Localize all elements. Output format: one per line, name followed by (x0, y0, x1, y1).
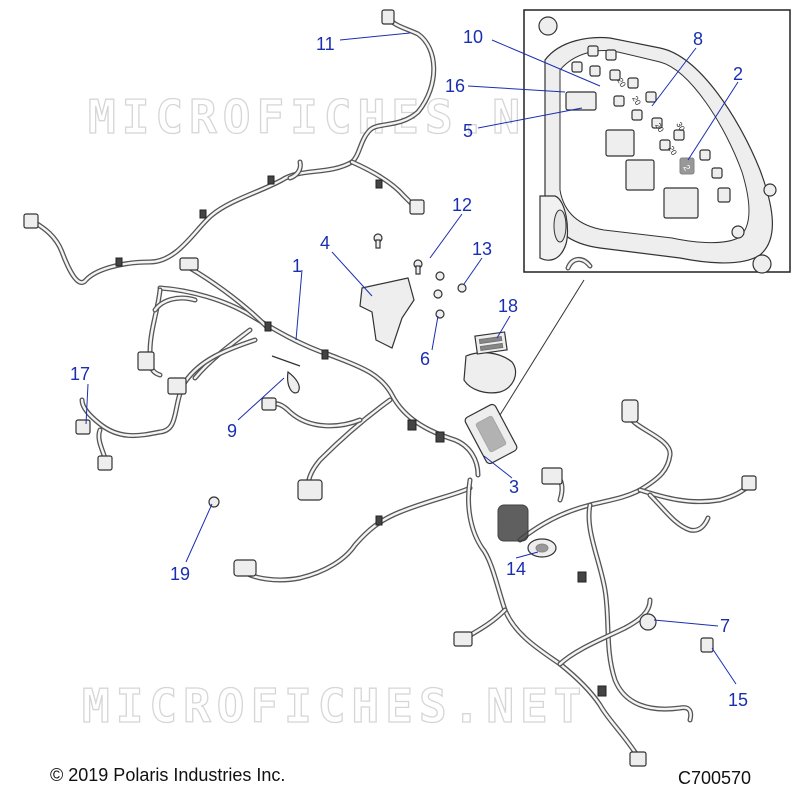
connector-main-left (179, 257, 199, 271)
callouts: 1 2 3 4 5 6 7 8 9 10 11 12 13 14 15 16 1… (70, 27, 748, 710)
bracket (359, 277, 415, 349)
callout-4: 4 (320, 233, 330, 253)
callout-1: 1 (292, 256, 302, 276)
callout-13: 13 (472, 239, 492, 259)
clip-lower-2 (577, 571, 587, 583)
inset-label-6: 2 (681, 163, 692, 172)
bulkhead-connector (464, 403, 518, 465)
watermark-bottom: MICROFICHES.NET (82, 679, 587, 733)
clip-lower-1 (375, 515, 383, 526)
clip-upper-4 (375, 179, 383, 189)
grommet-hole (535, 543, 549, 553)
connector-lower-7 (639, 613, 657, 631)
clip-15 (700, 637, 714, 653)
callout-10: 10 (463, 27, 483, 47)
connector-main-mid (137, 351, 155, 371)
connector-lower-top (621, 399, 639, 423)
callout-7: 7 (720, 616, 730, 636)
connector-top-right (409, 199, 425, 215)
clip-main-3 (407, 419, 417, 431)
clip-19 (208, 496, 220, 508)
callout-6: 6 (420, 349, 430, 369)
callout-3: 3 (509, 477, 519, 497)
connector-top-end (381, 9, 395, 25)
connector-lower-right (741, 475, 757, 491)
cable-tie (271, 355, 301, 394)
clip-main-1 (321, 349, 329, 360)
clip-upper-3 (115, 257, 123, 267)
connector-lower-bottom-left (453, 631, 473, 647)
callout-5: 5 (463, 121, 473, 141)
callout-17: 17 (70, 364, 90, 384)
connector-main-17b (97, 455, 113, 471)
connector-lower-left (233, 559, 257, 577)
copyright-text: © 2019 Polaris Industries Inc. (50, 765, 286, 785)
connector-ecu (497, 504, 529, 542)
clip-main-2 (264, 321, 272, 332)
connector-lower-end (629, 751, 647, 767)
callout-19: 19 (170, 564, 190, 584)
connector-lower-relay (541, 467, 563, 485)
connector-main-side (261, 397, 277, 411)
connector-main-17 (75, 419, 91, 435)
callout-8: 8 (693, 29, 703, 49)
fuse-box-cover (463, 331, 517, 394)
callout-18: 18 (498, 296, 518, 316)
inset-detail: 20 20 20 20 30 2 (523, 9, 791, 274)
clip-upper-1 (267, 175, 275, 185)
callout-15: 15 (728, 690, 748, 710)
connector-main-lower (297, 479, 323, 501)
upper-harness (23, 9, 437, 285)
callout-14: 14 (506, 559, 526, 579)
callout-11: 11 (316, 34, 335, 54)
figure-code: C700570 (678, 768, 752, 788)
main-harness (75, 257, 481, 501)
clip-lower-3 (597, 685, 607, 697)
leader-lines (85, 32, 739, 685)
clip-upper-2 (199, 209, 207, 219)
callout-9: 9 (227, 421, 237, 441)
clip-main-4 (435, 431, 445, 443)
callout-2: 2 (733, 64, 743, 84)
watermark-top: MICROFICHES.NET (88, 90, 593, 144)
connector-main-relay (167, 377, 187, 395)
lower-harness (233, 399, 757, 767)
connector-left-end (23, 213, 39, 229)
callout-16: 16 (445, 76, 465, 96)
callout-12: 12 (452, 195, 472, 215)
